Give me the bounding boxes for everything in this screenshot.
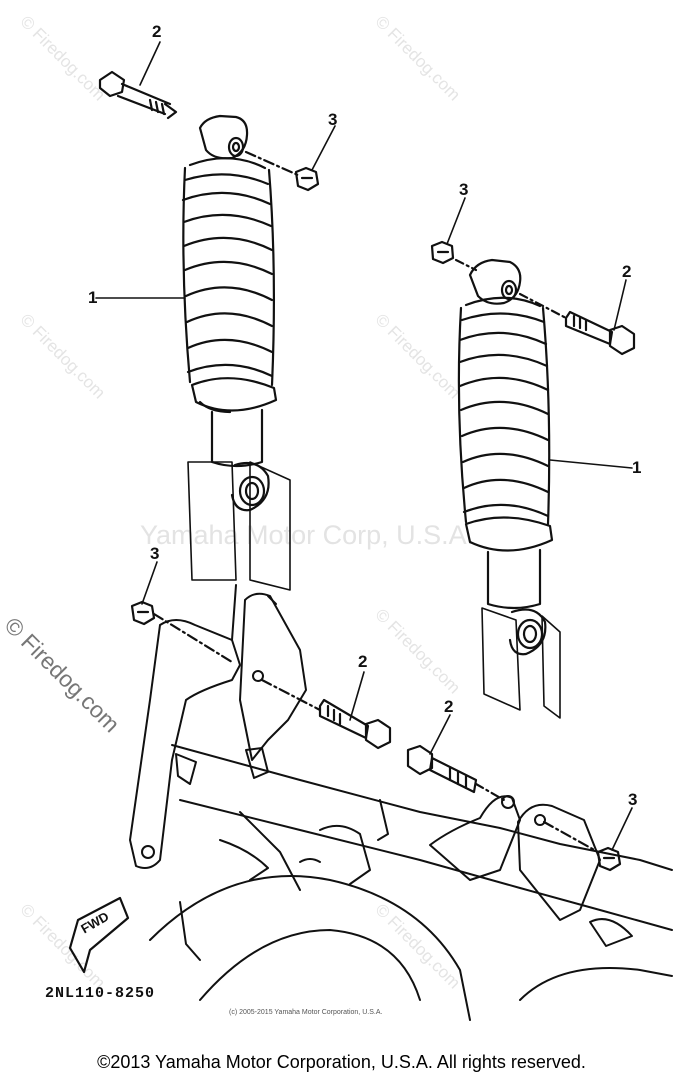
shock-absorber-diagram (68, 41, 673, 1021)
right-lower-nut (542, 820, 622, 872)
left-top-bolt (98, 70, 302, 178)
small-copyright: (c) 2005-2015 Yamaha Motor Corporation, … (229, 1009, 383, 1016)
callout-nut: 3 (459, 180, 469, 199)
diagram-code: 2NL110-8250 (45, 985, 156, 1002)
right-lower-bolt (406, 744, 506, 802)
right-top-nut (430, 240, 478, 272)
left-lower-nut (130, 600, 234, 664)
callout-leaders (95, 41, 633, 851)
left-top-nut (294, 166, 320, 192)
callout-bolt: 2 (622, 262, 632, 281)
left-shock-absorber (181, 114, 278, 512)
callout-nut: 3 (628, 790, 638, 809)
fwd-arrow (68, 896, 130, 974)
callout-bolt: 2 (444, 697, 454, 716)
callout-shock: 1 (88, 288, 98, 307)
footer-copyright: ©2013 Yamaha Motor Corporation, U.S.A. A… (97, 1052, 586, 1072)
right-top-bolt (518, 292, 636, 356)
right-shock-absorber (457, 258, 554, 656)
watermark-center: Yamaha Motor Corp, U.S.A. (140, 520, 475, 550)
callout-bolt: 2 (358, 652, 368, 671)
left-lower-bolt (260, 678, 392, 750)
callout-nut: 3 (328, 110, 338, 129)
frame (129, 584, 673, 1021)
callout-bolt: 2 (152, 22, 162, 41)
callout-nut: 3 (150, 544, 160, 563)
callout-shock: 1 (632, 458, 642, 477)
